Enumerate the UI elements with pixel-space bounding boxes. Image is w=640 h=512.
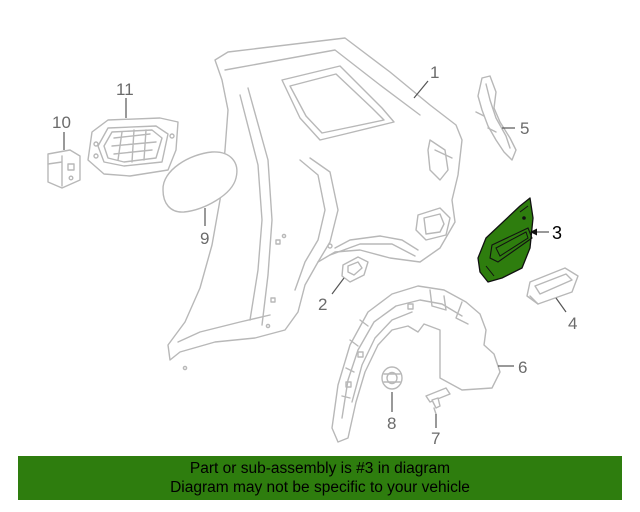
leader-2 [331, 277, 345, 295]
quarter-panel-part-1 [167, 37, 463, 371]
callout-5: 5 [520, 119, 529, 138]
callout-3: 3 [552, 223, 562, 243]
bracket-part-2 [341, 256, 369, 283]
leader-1 [413, 80, 429, 99]
nut-part-8 [381, 366, 403, 390]
callout-11: 11 [116, 80, 134, 99]
reflector-part-4 [526, 267, 579, 305]
clip-fastener-part-7 [425, 387, 451, 415]
callout-10: 10 [52, 113, 71, 132]
callout-9: 9 [200, 229, 209, 248]
callout-4: 4 [568, 314, 577, 333]
callout-7: 7 [431, 429, 440, 448]
filler-housing-part-11 [87, 117, 179, 177]
fuel-door-part-9 [162, 151, 238, 213]
leader-lines [63, 80, 567, 428]
callout-labels: 1 2 3 4 5 6 7 8 9 10 11 [52, 63, 577, 448]
leader-4 [555, 297, 567, 313]
highlighted-part-3 [477, 197, 534, 283]
info-banner: Part or sub-assembly is #3 in diagram Di… [18, 456, 622, 500]
wheelhouse-liner-part-6 [331, 285, 501, 443]
banner-line-disclaimer: Diagram may not be specific to your vehi… [170, 479, 470, 496]
housing-part-10 [47, 149, 81, 189]
arrowhead-3 [530, 228, 537, 236]
callout-2: 2 [318, 295, 327, 314]
parts-diagram: 1 2 3 4 5 6 7 8 9 10 11 [47, 37, 579, 448]
banner-line-part-number: Part or sub-assembly is #3 in diagram [189, 460, 451, 477]
callout-8: 8 [387, 414, 396, 433]
callout-6: 6 [518, 358, 527, 377]
callout-1: 1 [430, 63, 439, 82]
pillar-bracket-part-5 [475, 75, 517, 161]
